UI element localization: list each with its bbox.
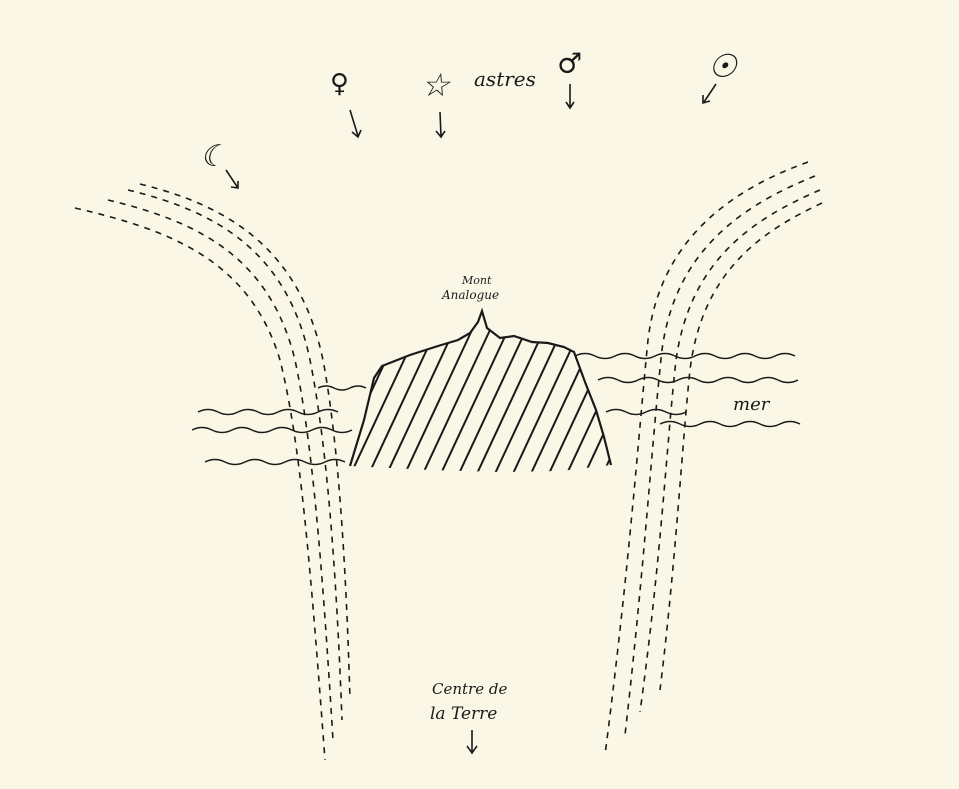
- celestial-bodies: ☾ ♀ ☆ ♂ ☉ astres: [200, 47, 738, 174]
- venus-icon: ♀: [330, 69, 349, 99]
- mountain-hatching: [350, 329, 611, 472]
- sea-wave-left-1: [317, 385, 367, 391]
- sea-waves: [191, 352, 801, 466]
- sea-label: mer: [733, 394, 771, 415]
- mont-analogue-mountain: Mont Analogue: [348, 274, 613, 472]
- sea-wave-right-4: [659, 420, 801, 428]
- mars-arrow-icon: [565, 84, 575, 110]
- sea-wave-left-3: [197, 408, 339, 416]
- earth-center-label-line2: la Terre: [430, 704, 497, 724]
- earth-center: Centre de la Terre: [430, 680, 507, 755]
- sun-arrow-icon: [702, 83, 717, 105]
- sea-wave-left-4: [204, 458, 346, 466]
- mountain-label-line1: Mont: [461, 274, 492, 287]
- sea-wave-left-2: [191, 426, 353, 434]
- mars-icon: ♂: [557, 47, 582, 80]
- right-curved-band: [604, 161, 823, 756]
- moon-arrow-icon: [225, 169, 239, 189]
- earth-center-arrow-icon: [466, 730, 478, 755]
- venus-arrow-icon: [349, 109, 362, 139]
- earth-center-label-line1: Centre de: [432, 680, 507, 698]
- sea-wave-right-2: [597, 376, 799, 384]
- stars-label: astres: [474, 67, 536, 91]
- mountain-label-line2: Analogue: [441, 288, 499, 302]
- sea-wave-right-3: [605, 408, 687, 416]
- star-arrow-icon: [435, 111, 446, 139]
- left-curved-band: [74, 183, 351, 761]
- moon-icon: ☾: [200, 139, 227, 174]
- mountain-outline: [348, 307, 613, 467]
- star-icon: ☆: [421, 66, 452, 104]
- sun-icon: ☉: [708, 47, 738, 85]
- sea-wave-right-1: [574, 352, 796, 360]
- celestial-arrows: [225, 83, 717, 189]
